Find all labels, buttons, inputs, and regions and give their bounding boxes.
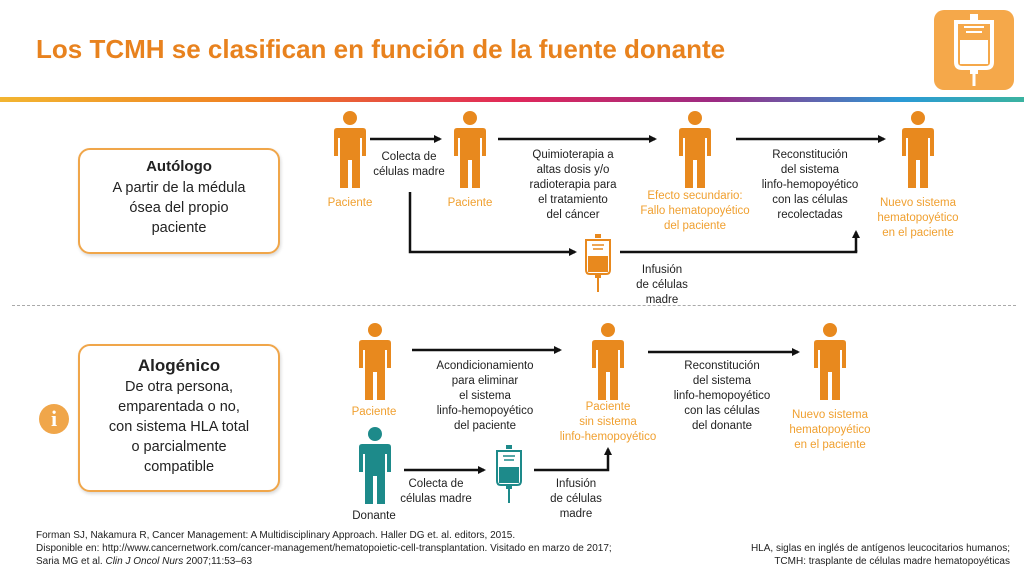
alogenico-desc-line: o parcialmente — [131, 439, 227, 455]
label-paciente: Paciente — [327, 197, 373, 209]
iv-bag-icon — [934, 10, 1014, 90]
alogenico-desc-line: emparentada o no, — [118, 399, 240, 415]
iv-bag-orange-icon — [585, 234, 611, 292]
abbreviation-line: TCMH: trasplante de células madre hemato… — [774, 556, 1010, 567]
abbreviation-line: HLA, siglas en inglés de antígenos leuco… — [750, 543, 1010, 554]
label-paciente: Paciente — [447, 197, 493, 209]
autologo-desc-line: paciente — [151, 220, 207, 236]
alogenico-box: Alogénico De otra persona, emparentada o… — [78, 344, 280, 492]
reference-line: Saria MG et al. Clin J Oncol Nurs 2007;1… — [36, 556, 253, 567]
page-title: Los TCMH se clasifican en función de la … — [36, 34, 726, 64]
label-paciente: Paciente — [351, 406, 397, 418]
person-icon — [902, 111, 934, 188]
label-donante: Donante — [352, 510, 396, 522]
section-divider — [12, 305, 1016, 306]
reference-line: Disponible en: http://www.cancernetwork.… — [36, 543, 612, 554]
header-rainbow-bar — [0, 97, 1024, 102]
footnote-abbreviations: HLA, siglas en inglés de antígenos leuco… — [751, 542, 1010, 568]
alogenico-desc-line: De otra persona, — [124, 379, 233, 395]
autologo-box: Autólogo A partir de la médula ósea del … — [78, 148, 280, 254]
autologo-heading: Autólogo — [146, 158, 212, 175]
autologo-desc-line: A partir de la médula — [112, 180, 246, 196]
person-icon — [679, 111, 711, 188]
alogenico-desc-line: con sistema HLA total — [108, 419, 250, 435]
info-icon[interactable]: i — [39, 404, 69, 434]
person-icon — [359, 323, 391, 400]
person-icon — [454, 111, 486, 188]
person-icon — [334, 111, 366, 188]
footnote-references: Forman SJ, Nakamura R, Cancer Management… — [36, 529, 612, 568]
donor-person-icon — [359, 427, 391, 504]
reference-line: Forman SJ, Nakamura R, Cancer Management… — [36, 530, 516, 541]
iv-bag-teal-icon — [496, 445, 522, 503]
alogenico-desc-line: compatible — [143, 459, 215, 475]
alogenico-heading: Alogénico — [137, 356, 221, 375]
person-icon — [814, 323, 846, 400]
autologo-desc-line: ósea del propio — [129, 200, 229, 216]
person-icon — [592, 323, 624, 400]
